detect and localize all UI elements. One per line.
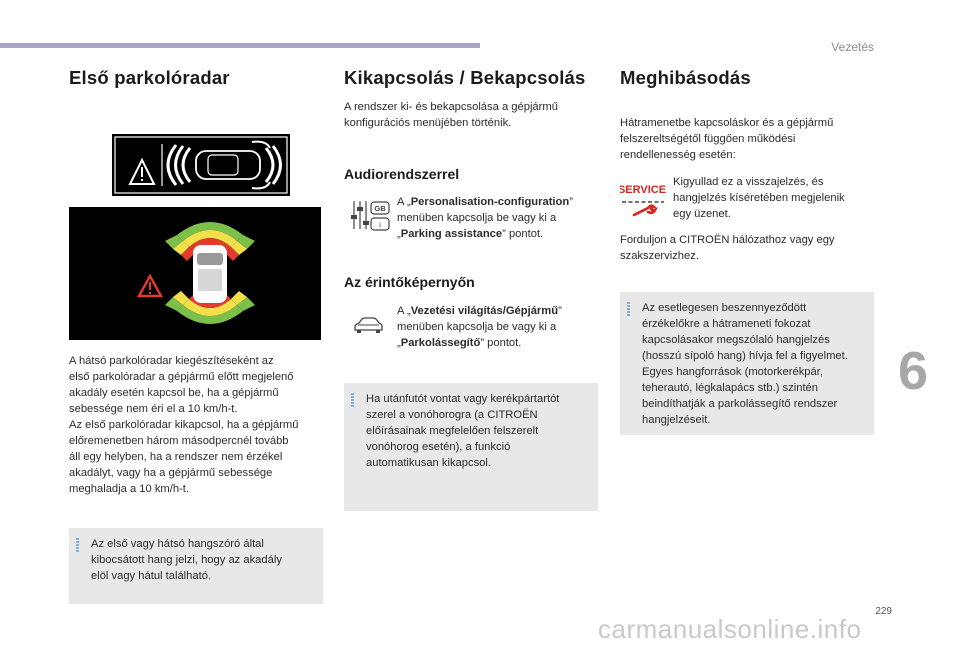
- audio-settings-icon: GB i: [350, 197, 392, 235]
- svg-text:i: i: [379, 220, 381, 229]
- note-info-icon: [627, 302, 630, 316]
- col3-intro: Hátramenetbe kapcsoláskor és a gépjármű …: [620, 117, 834, 161]
- front-radar-display-small: [112, 134, 290, 196]
- col3-contact: Forduljon a CITROËN hálózathoz vagy egy …: [620, 234, 835, 262]
- touch-subtitle: Az érintőképernyőn: [344, 274, 475, 290]
- col1-note: Az első vagy hátsó hangszóró által kiboc…: [69, 528, 323, 604]
- chapter-number: 6: [898, 341, 929, 401]
- front-radar-zones-illustration: [136, 222, 255, 324]
- page-number: 229: [875, 606, 892, 617]
- col2-title: Kikapcsolás / Bekapcsolás: [344, 67, 586, 88]
- svg-text:SERVICE: SERVICE: [620, 184, 666, 196]
- service-text: Kigyullad ez a visszajelzés, és hangjelz…: [673, 176, 845, 220]
- svg-text:GB: GB: [374, 204, 386, 213]
- note-info-icon: [76, 538, 79, 552]
- col3-note: Az esetlegesen beszennyeződött érzékelők…: [620, 292, 874, 435]
- header-accent-bar: [0, 43, 480, 48]
- col2-intro: A rendszer ki- és bekapcsolása a gépjárm…: [344, 101, 558, 129]
- front-radar-display-large: [69, 207, 321, 340]
- service-warning-icon: SERVICE: [618, 181, 666, 221]
- col3-title: Meghibásodás: [620, 67, 751, 88]
- audio-instructions: A „Personalisation-configuration” menübe…: [397, 196, 573, 240]
- note-info-icon: [351, 393, 354, 407]
- col2-note: Ha utánfutót vontat vagy kerékpártartót …: [344, 383, 598, 511]
- touch-instructions: A „Vezetési világítás/Gépjármű” menüben …: [397, 305, 562, 349]
- col1-body: A hátsó parkolóradar kiegészítéseként az…: [69, 355, 299, 495]
- front-radar-small-illustration: [114, 136, 288, 194]
- watermark: carmanualsonline.info: [598, 614, 862, 644]
- car-icon: [352, 316, 384, 336]
- col1-title: Első parkolóradar: [69, 67, 230, 88]
- audio-subtitle: Audiorendszerrel: [344, 166, 460, 182]
- section-name: Vezetés: [831, 40, 874, 54]
